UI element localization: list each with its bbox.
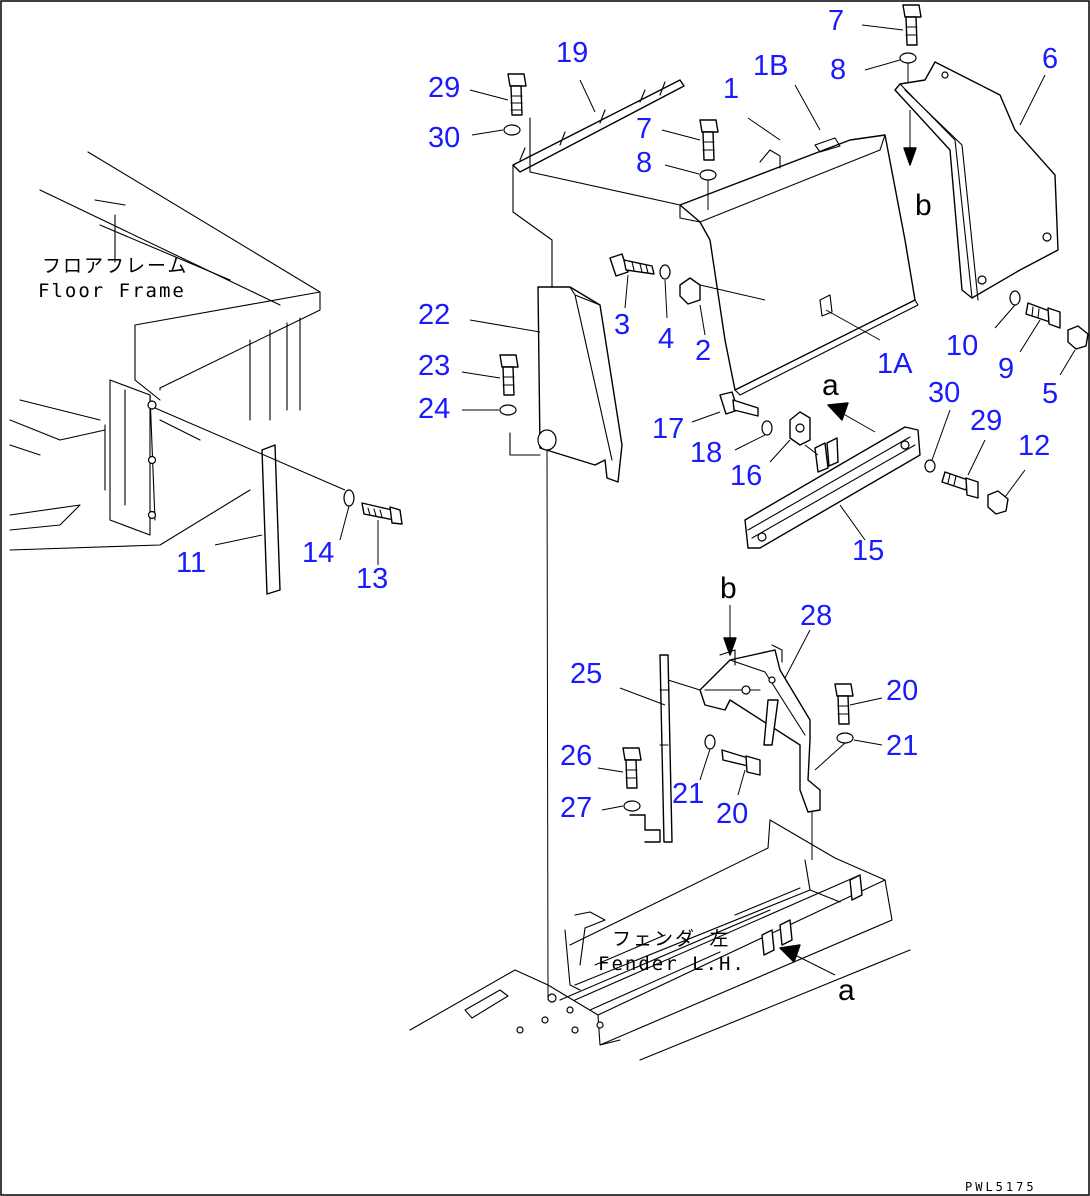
callout-12: 12 <box>1018 430 1050 462</box>
view-letter-a-lower: a <box>838 974 855 1007</box>
callout-2: 2 <box>695 335 711 367</box>
callout-11: 11 <box>176 547 206 579</box>
view-a-arrow-upper <box>827 402 876 433</box>
cap-12 <box>987 490 1009 515</box>
bolt-3 <box>609 253 655 277</box>
callout-20-middle: 20 <box>716 798 748 830</box>
part-25-strip <box>629 654 701 843</box>
callout-8-top: 8 <box>830 54 846 86</box>
bolt-7-top <box>902 4 922 46</box>
bolt-13 <box>361 502 403 525</box>
callout-4: 4 <box>658 323 674 355</box>
washer-8-middle <box>699 169 717 181</box>
callout-26: 26 <box>560 740 592 772</box>
callout-14: 14 <box>302 537 334 569</box>
part-22-bracket <box>509 117 681 483</box>
bolt-29-right <box>941 471 979 499</box>
part-6-panel <box>894 61 1059 301</box>
floor-frame-drawing <box>9 151 321 551</box>
washer-18 <box>761 420 773 436</box>
part-11-bracket <box>154 407 346 595</box>
callout-21-middle: 21 <box>672 778 704 810</box>
callout-21-right: 21 <box>886 730 918 762</box>
callout-20-right: 20 <box>886 675 918 707</box>
part-19-strip <box>512 79 685 173</box>
part-28-bracket <box>699 644 821 813</box>
callout-22: 22 <box>418 299 450 331</box>
floor-frame-label-en: Floor Frame <box>38 280 186 302</box>
callout-28: 28 <box>800 600 832 632</box>
callout-9: 9 <box>998 353 1014 385</box>
callout-29-right: 29 <box>970 405 1002 437</box>
callout-18: 18 <box>690 437 722 469</box>
view-letter-b-upper: b <box>915 189 932 222</box>
view-a-arrow-lower <box>779 944 836 976</box>
callout-27: 27 <box>560 792 592 824</box>
drawing-code: PWL5175 <box>965 1180 1037 1194</box>
view-b-arrow-upper <box>903 110 917 166</box>
washer-21-right <box>836 732 854 744</box>
bolt-20-right <box>834 683 854 725</box>
alignment-line-22 <box>546 449 549 1001</box>
washer-27 <box>623 800 641 812</box>
washer-8-top <box>899 52 917 64</box>
bolt-29-upper <box>507 73 527 116</box>
callout-16: 16 <box>730 460 762 492</box>
callout-19: 19 <box>556 37 588 69</box>
washer-4 <box>659 264 671 280</box>
callout-1: 1 <box>723 73 739 105</box>
cap-5 <box>1067 325 1089 350</box>
view-letter-b-lower: b <box>720 572 737 605</box>
part-16-bracket <box>789 411 811 446</box>
fender-label-en: Fender L.H. <box>598 953 746 975</box>
washer-30-right <box>924 459 936 473</box>
callout-7-top: 7 <box>828 5 844 37</box>
callout-3: 3 <box>614 309 630 341</box>
callout-6: 6 <box>1042 43 1058 75</box>
view-b-arrow-lower <box>723 605 737 656</box>
callout-13: 13 <box>356 563 388 595</box>
callout-1a: 1A <box>877 348 913 380</box>
washer-24 <box>499 404 517 416</box>
callout-5: 5 <box>1042 378 1058 410</box>
callout-23: 23 <box>418 350 450 382</box>
washer-30-upper <box>503 124 521 136</box>
callout-8-middle: 8 <box>636 147 652 179</box>
callout-29-upper: 29 <box>428 72 460 104</box>
washer-21-middle <box>704 734 716 750</box>
bolt-26 <box>622 747 642 789</box>
washer-14 <box>343 489 355 507</box>
bolt-17 <box>719 391 759 417</box>
callout-10: 10 <box>946 330 978 362</box>
callout-7-middle: 7 <box>636 113 652 145</box>
washer-10 <box>1009 290 1021 306</box>
part-15-handrail <box>744 426 921 549</box>
bolt-7-middle <box>699 119 719 161</box>
callout-15: 15 <box>852 535 884 567</box>
bolt-20-middle <box>721 749 761 776</box>
callout-30-right: 30 <box>928 377 960 409</box>
floor-frame-label-jp: フロアフレーム <box>42 255 188 277</box>
view-letter-a-upper: a <box>822 369 839 402</box>
callout-25: 25 <box>570 658 602 690</box>
callout-1b: 1B <box>753 50 788 82</box>
bolt-9 <box>1025 302 1061 329</box>
fender-lh-drawing <box>409 819 911 1061</box>
callout-30-upper: 30 <box>428 122 460 154</box>
callout-17: 17 <box>652 413 684 445</box>
bolt-23 <box>499 354 519 396</box>
callout-24: 24 <box>418 393 450 425</box>
fender-label-jp: フェンダ 左 <box>612 928 730 950</box>
part-2-plate <box>679 277 766 305</box>
